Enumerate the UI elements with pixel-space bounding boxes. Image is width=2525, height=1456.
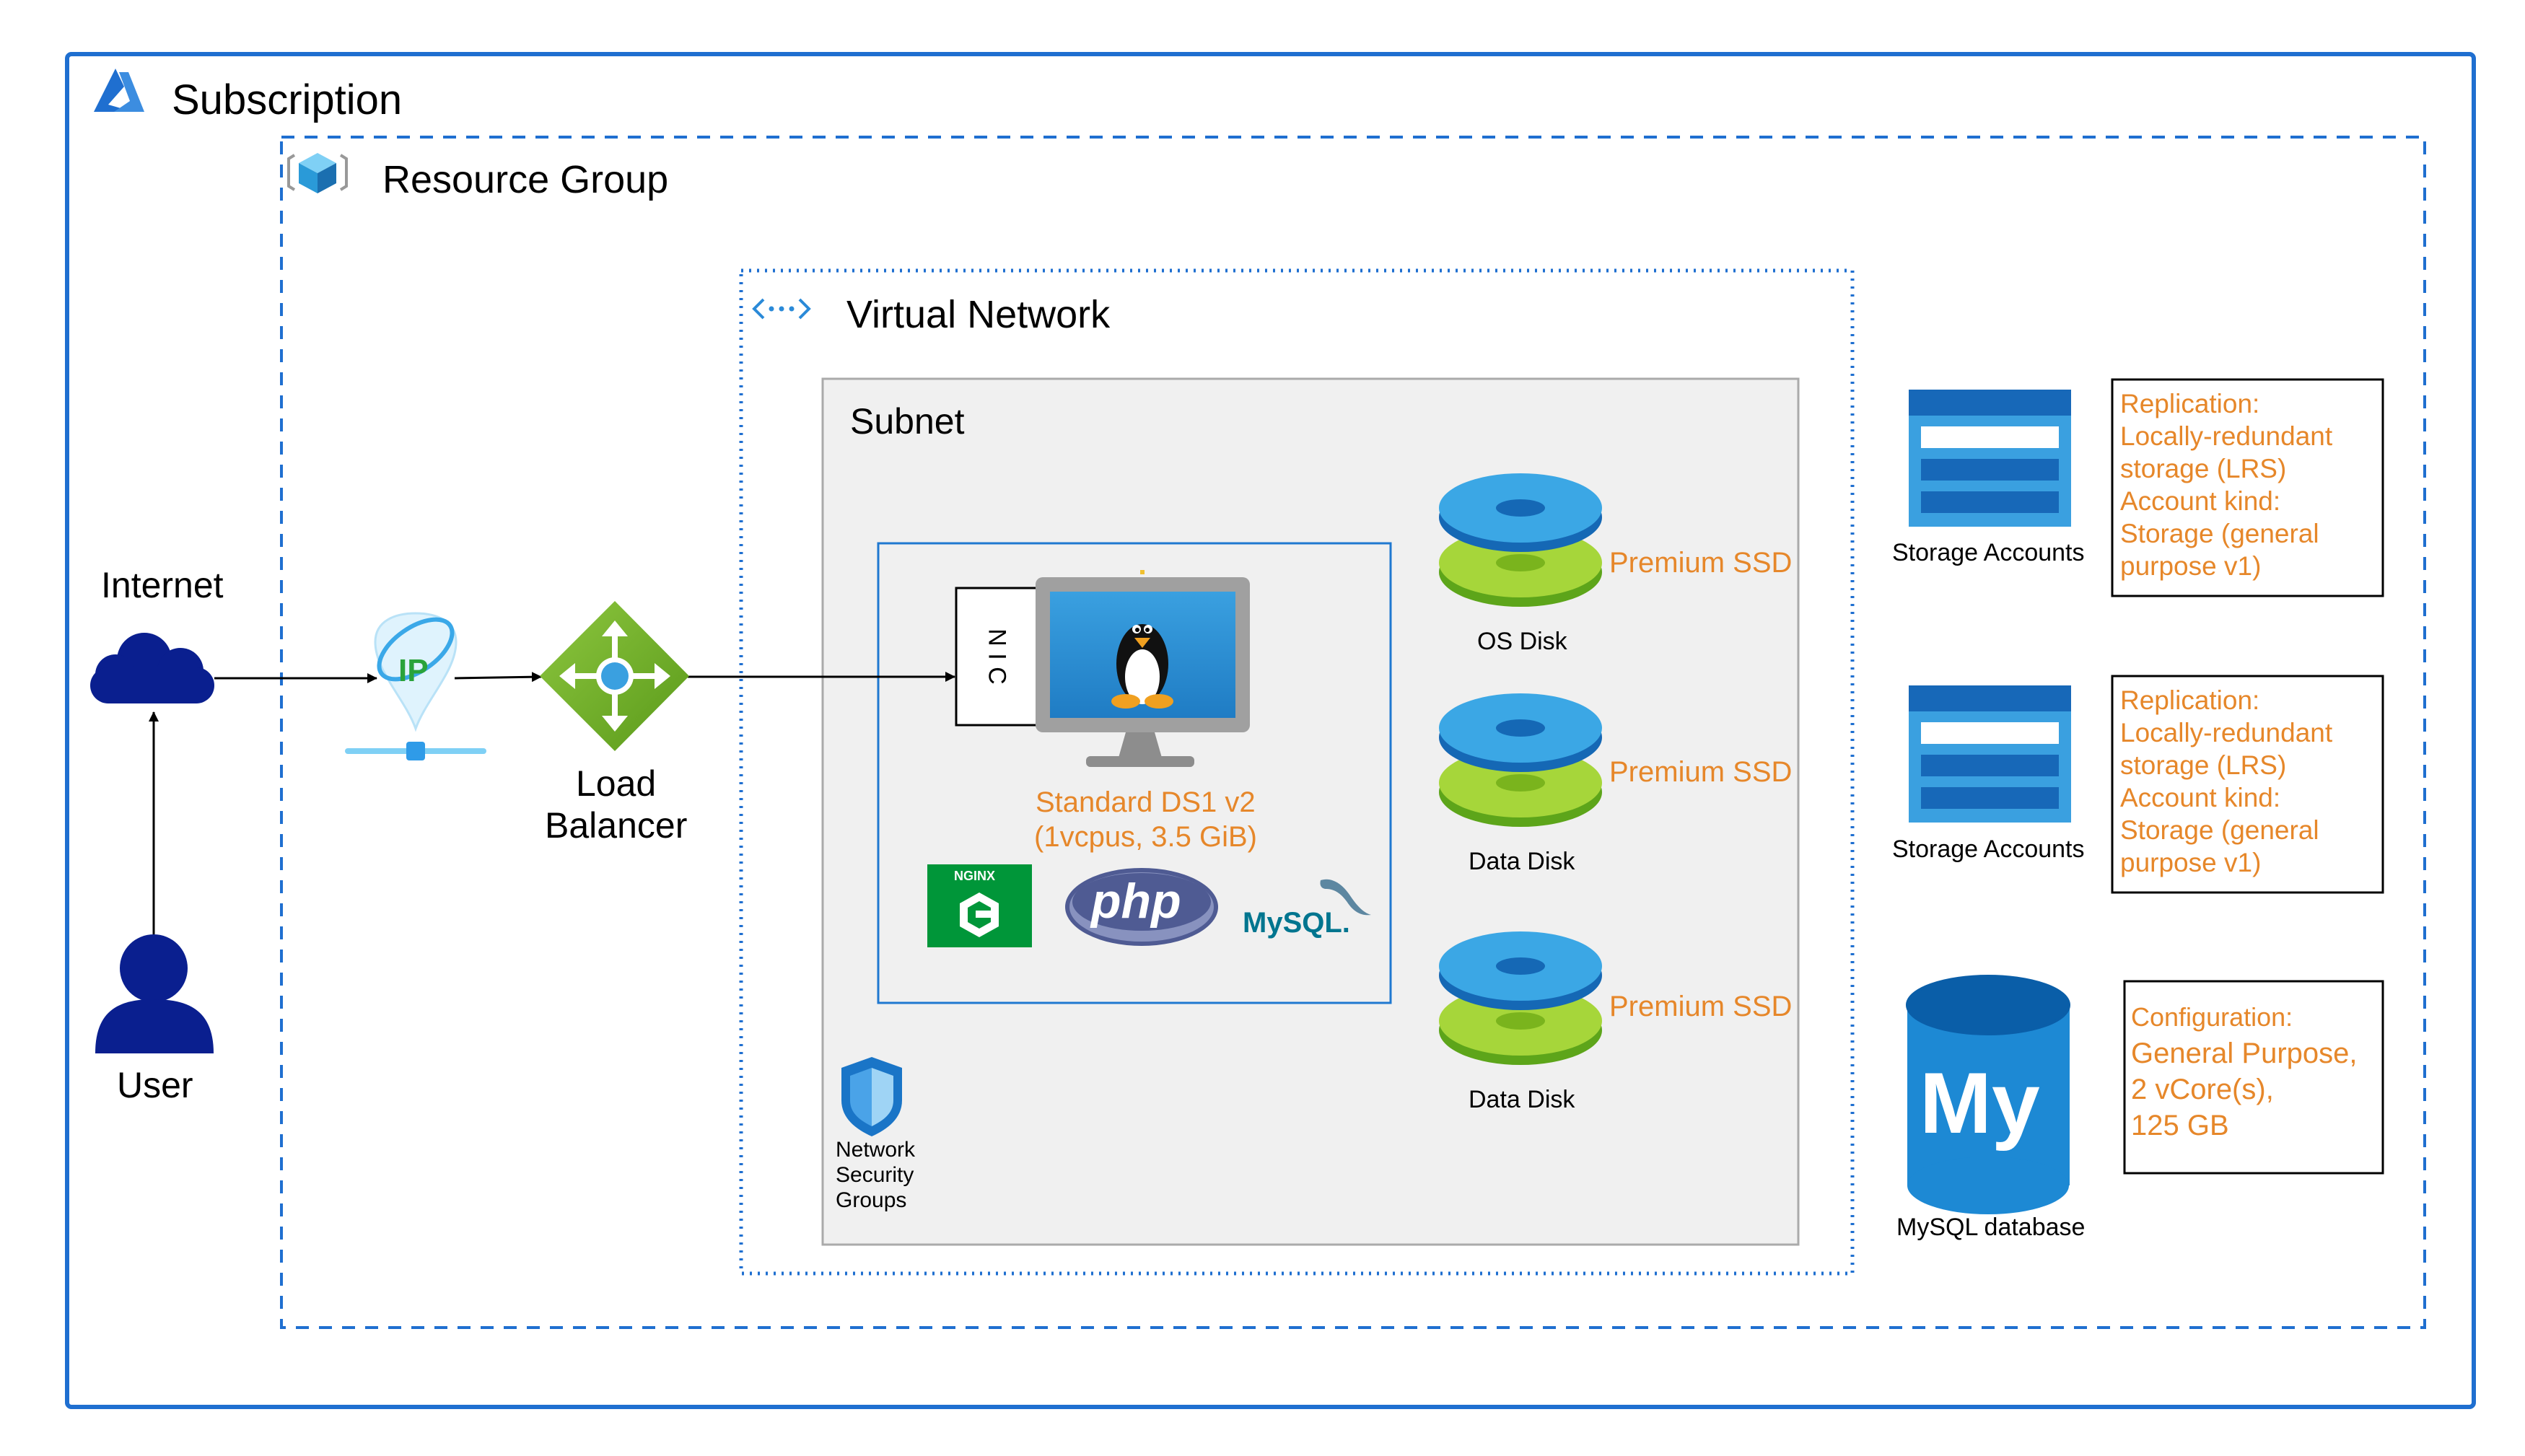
- storage-account-label-1: Storage Accounts: [1892, 539, 2085, 566]
- linux-vm-icon: [1036, 570, 1250, 767]
- storage-note-box-2: [2111, 675, 2384, 894]
- internet-label: Internet: [101, 565, 224, 605]
- storage-note-2: Replication: Locally-redundant storage (…: [2120, 684, 2332, 879]
- note-line: Replication:: [2120, 389, 2260, 418]
- ip-badge: IP: [398, 653, 429, 688]
- user-icon: [95, 934, 214, 1053]
- disk-icon-os: [1439, 473, 1602, 607]
- resource-group-container: [280, 136, 2426, 1329]
- nsg-label-line1: Network: [836, 1138, 916, 1162]
- note-line: purpose v1): [2120, 551, 2262, 581]
- note-line: Replication:: [2120, 685, 2260, 715]
- load-balancer-icon: [540, 601, 689, 751]
- nsg-label-line2: Security: [836, 1163, 914, 1187]
- nic-label: N I C: [983, 628, 1011, 685]
- note-line: storage (LRS): [2120, 454, 2287, 483]
- vnet-icon: [752, 298, 811, 320]
- mysql-logo-icon: [1320, 879, 1371, 916]
- subnet-title: Subnet: [850, 401, 965, 442]
- note-line: Locally-redundant: [2120, 421, 2333, 451]
- subnet-container: [821, 377, 1800, 1246]
- disk-tier-data-1: Premium SSD: [1609, 756, 1793, 788]
- note-line: Account kind:: [2120, 783, 2281, 812]
- public-ip-icon: [345, 612, 486, 760]
- disk-name-data-1: Data Disk: [1469, 848, 1575, 875]
- virtual-network-title: Virtual Network: [846, 293, 1111, 336]
- note-line: storage (LRS): [2120, 750, 2287, 780]
- cloud-icon: [90, 633, 214, 703]
- vm-size-line2: (1vcpus, 3.5 GiB): [1034, 821, 1258, 853]
- nsg-label-line3: Groups: [836, 1188, 907, 1212]
- vm-size-line1: Standard DS1 v2: [1036, 786, 1256, 818]
- php-text: php: [1091, 874, 1181, 929]
- mysql-database-icon: [1906, 975, 2070, 1214]
- php-icon: [1065, 868, 1218, 946]
- note-line: Account kind:: [2120, 486, 2281, 516]
- subscription-title: Subscription: [172, 76, 403, 123]
- disk-icon-data-2: [1439, 931, 1602, 1065]
- subscription-container: [65, 52, 2476, 1409]
- disk-name-data-2: Data Disk: [1469, 1086, 1575, 1113]
- mysql-logo-text: MySQL.: [1243, 907, 1350, 939]
- azure-logo-icon: [94, 69, 144, 112]
- note-line: purpose v1): [2120, 848, 2262, 877]
- note-line: Storage (general: [2120, 519, 2319, 548]
- user-label: User: [117, 1065, 193, 1105]
- disk-tier-os: Premium SSD: [1609, 547, 1793, 579]
- note-line: Storage (general: [2120, 815, 2319, 845]
- config-title: Configuration:: [2131, 1002, 2293, 1032]
- config-line: General Purpose,: [2131, 1038, 2358, 1069]
- mysql-note: Configuration: General Purpose, 2 vCore(…: [2131, 999, 2358, 1144]
- disk-icon-data-1: [1439, 693, 1602, 827]
- nic-box: [955, 587, 1038, 727]
- virtual-network-container: [739, 268, 1855, 1276]
- disk-tier-data-2: Premium SSD: [1609, 991, 1793, 1022]
- load-balancer-label-line2: Balancer: [545, 805, 688, 846]
- storage-account-icon-1: [1909, 390, 2071, 527]
- nginx-badge: NGINX: [954, 869, 996, 883]
- resource-group-cube-icon: [287, 153, 348, 193]
- config-line: 125 GB: [2131, 1110, 2229, 1141]
- connector-ip-lb: [454, 672, 542, 683]
- mysql-note-box: [2123, 980, 2384, 1175]
- storage-note-1: Replication: Locally-redundant storage (…: [2120, 387, 2332, 582]
- vm-box: [877, 542, 1392, 1004]
- nginx-icon: [927, 864, 1032, 947]
- note-line: Locally-redundant: [2120, 718, 2333, 747]
- storage-note-box-1: [2111, 378, 2384, 597]
- mysql-db-icon-text: My: [1920, 1055, 2040, 1152]
- resource-group-title: Resource Group: [382, 158, 669, 201]
- mysql-database-label: MySQL database: [1896, 1214, 2086, 1241]
- config-line: 2 vCore(s),: [2131, 1074, 2274, 1105]
- disk-name-os: OS Disk: [1477, 628, 1567, 655]
- shield-icon: [841, 1057, 902, 1136]
- load-balancer-label-line1: Load: [576, 763, 657, 804]
- storage-account-icon-2: [1909, 685, 2071, 823]
- storage-account-label-2: Storage Accounts: [1892, 836, 2085, 863]
